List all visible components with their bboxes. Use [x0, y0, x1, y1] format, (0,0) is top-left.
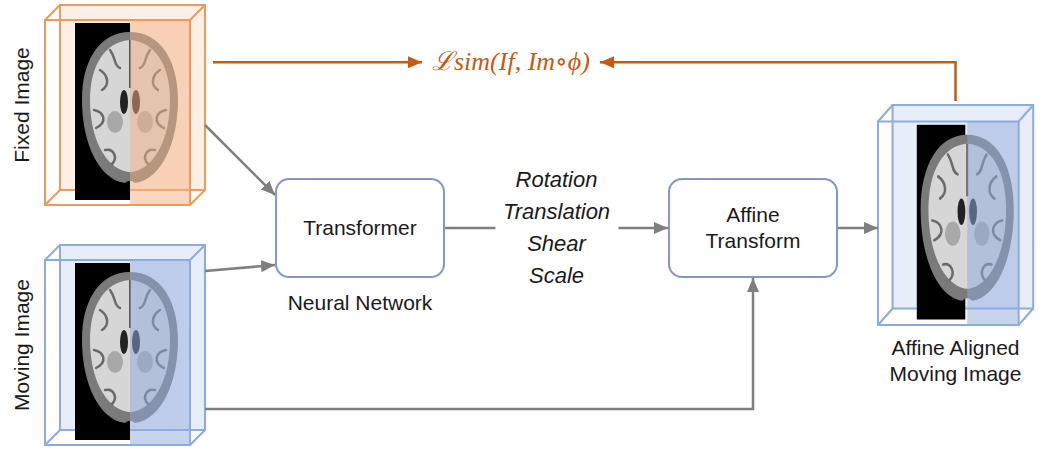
text-holder: Affine Aligned Moving Image	[868, 335, 1043, 388]
illustration-shape	[45, 245, 205, 445]
node-caption: Fixed Image	[9, 47, 35, 163]
process-box: TransformerNeural Network	[275, 178, 445, 278]
loss-formula: ℒsim(If, Im∘ϕ)	[430, 46, 592, 79]
edge-label-holder: Rotation Translation Shear Scale	[495, 164, 618, 292]
loss-arrow	[600, 62, 956, 101]
text-holder: Affine Transform	[698, 202, 808, 255]
box-label: Affine Transform	[698, 202, 808, 255]
text-holder: Transformer	[303, 215, 417, 241]
image-volume: Moving Image	[45, 245, 205, 445]
illustration-shape	[45, 260, 190, 445]
illustration-shape	[878, 122, 1019, 326]
illustration-shape	[45, 20, 190, 205]
illustration-shape	[967, 122, 1018, 326]
node-caption: Moving Image	[9, 279, 35, 411]
node-caption: Neural Network	[288, 290, 433, 316]
illustration-shape	[45, 5, 205, 205]
flow-arrow	[205, 125, 275, 195]
flow-arrow	[205, 278, 753, 409]
node-caption: Affine Aligned Moving Image	[868, 335, 1043, 388]
image-volume: Affine Aligned Moving Image	[878, 105, 1033, 325]
text-holder: Moving Image	[9, 279, 35, 411]
box-label: Transformer	[303, 215, 417, 241]
flow-arrow	[838, 227, 878, 230]
edge-label: Rotation Translation Shear Scale	[503, 164, 610, 292]
illustration-shape	[130, 260, 190, 445]
illustration-shape	[878, 105, 1033, 325]
loss-arrow	[213, 61, 422, 64]
illustration-shape	[130, 20, 190, 205]
fixed-volume	[45, 5, 205, 205]
flow-arrow	[205, 265, 275, 271]
aligned-volume	[878, 105, 1033, 325]
label-holder: ℒsim(If, Im∘ϕ)	[430, 46, 592, 79]
moving-volume	[45, 245, 205, 445]
text-holder: Neural Network	[288, 290, 433, 316]
text-holder: Fixed Image	[9, 47, 35, 163]
image-volume: Fixed Image	[45, 5, 205, 205]
process-box: Affine Transform	[668, 178, 838, 278]
